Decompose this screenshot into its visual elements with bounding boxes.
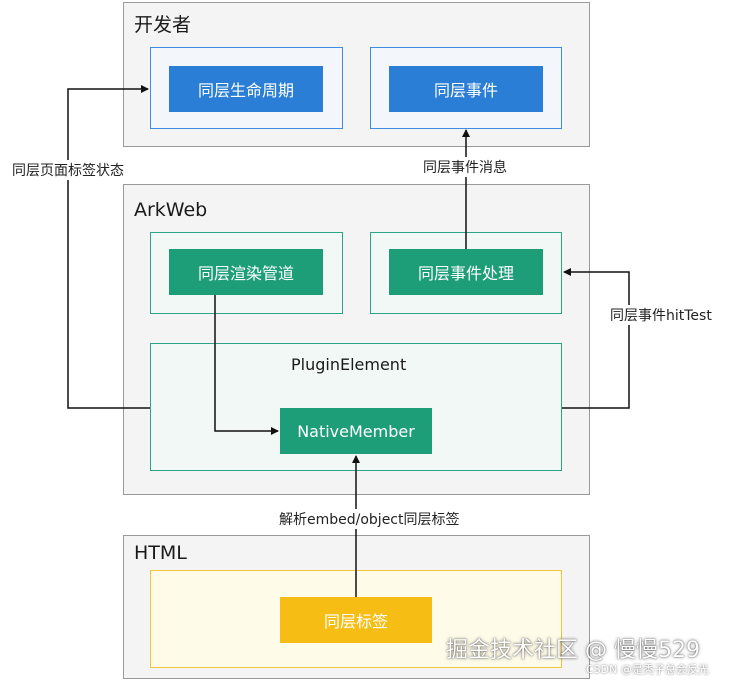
developer-section-title: 开发者 [134,14,192,36]
watermark-sub: CSDN @是秃子总会反光 [586,663,709,676]
native-member-box: NativeMember [280,408,432,454]
plugin-element-label: PluginElement [291,355,407,374]
page-tag-state-label: 同层页面标签状态 [10,160,126,180]
edge-render-to-native [214,295,279,435]
edge-hit-test [562,268,630,409]
render-pipeline-box: 同层渲染管道 [169,249,323,295]
event-handling-box: 同层事件处理 [389,249,543,295]
edge-page-tag-state [67,85,150,409]
watermark-main: 掘金技术社区 @ 慢慢529 [446,638,700,663]
html-section-title: HTML [134,542,187,564]
same-layer-tag-box: 同层标签 [280,597,432,643]
event-box: 同层事件 [389,66,543,112]
hit-test-label: 同层事件hitTest [608,305,714,325]
lifecycle-box: 同层生命周期 [169,66,323,112]
arkweb-section-title: ArkWeb [134,199,208,221]
parse-embed-label: 解析embed/object同层标签 [277,509,462,529]
event-message-label: 同层事件消息 [421,157,509,177]
